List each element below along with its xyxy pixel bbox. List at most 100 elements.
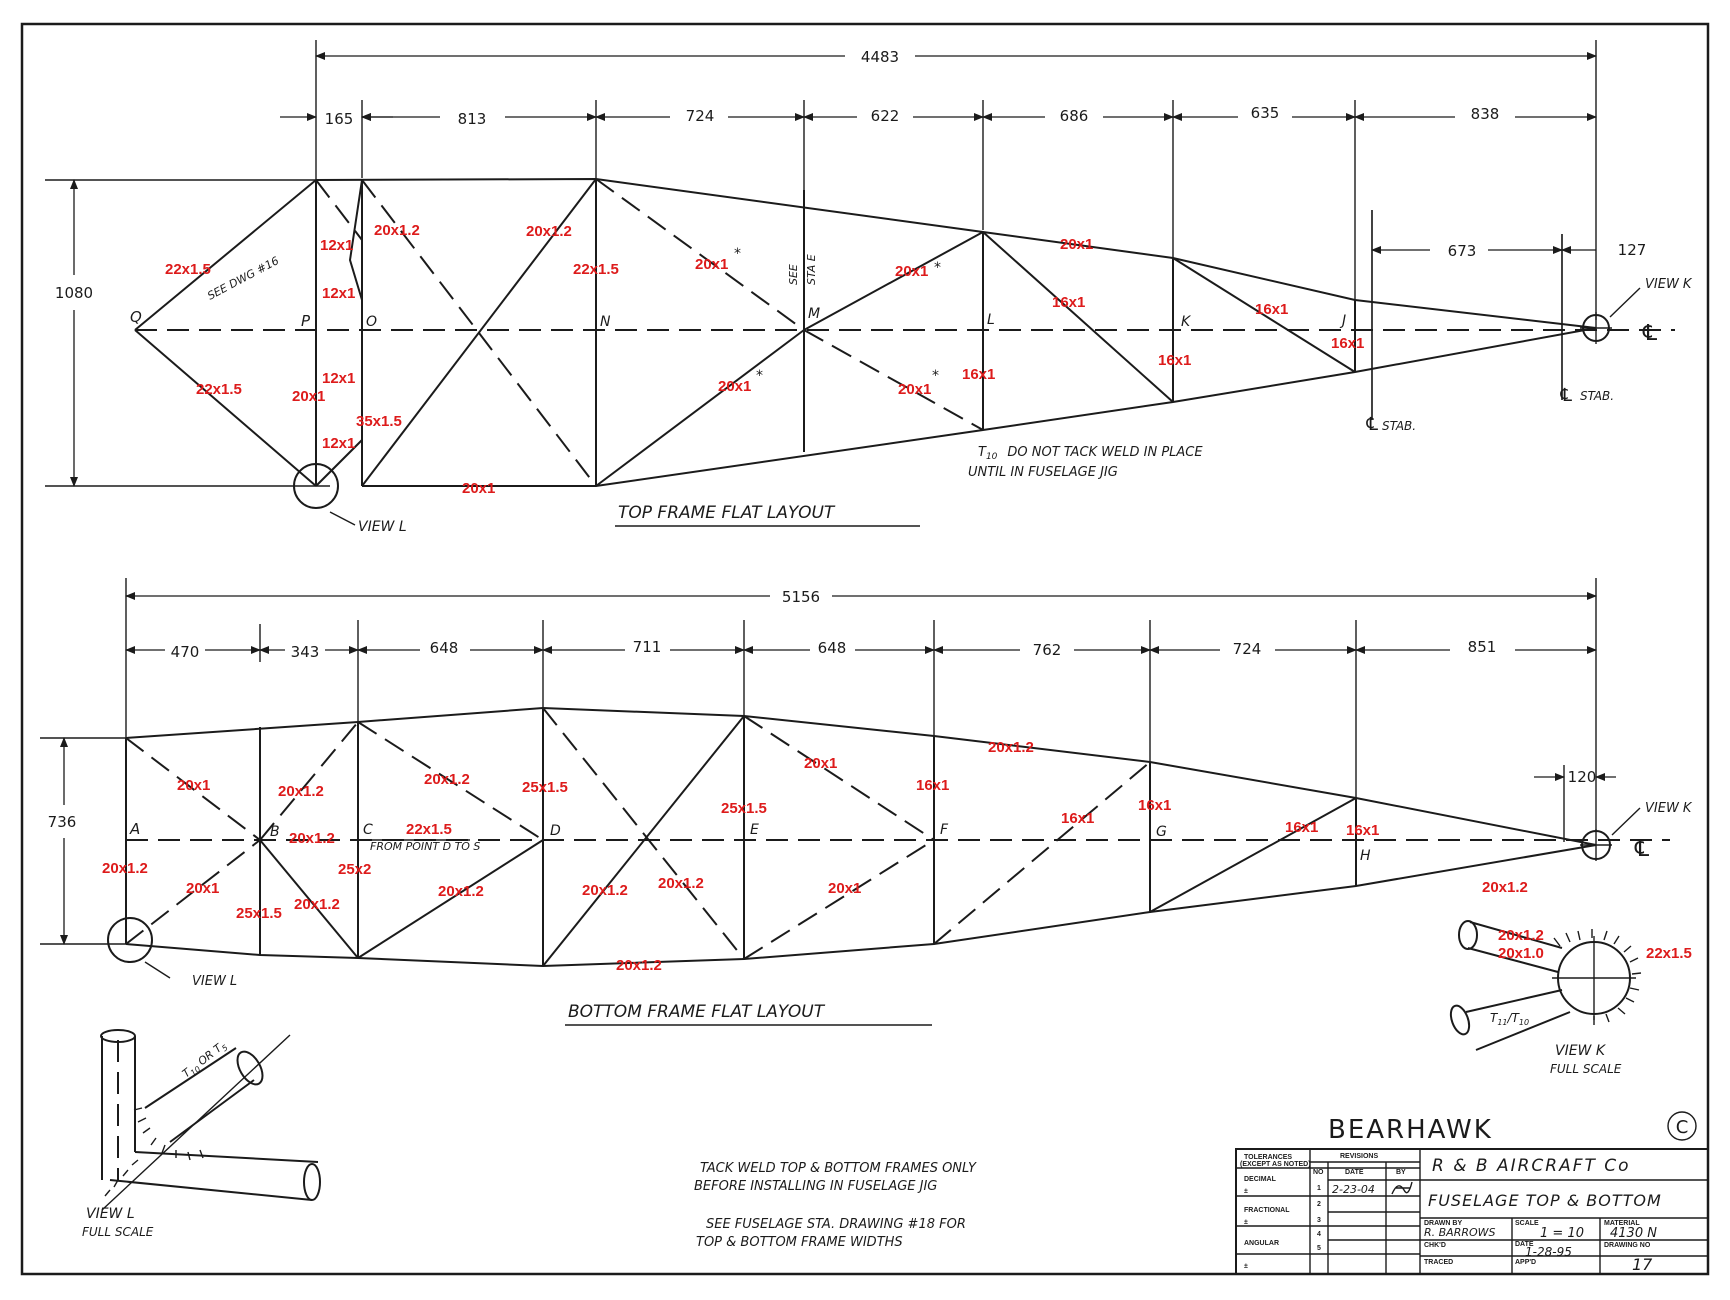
member-label: 20x1.2 [582, 882, 628, 899]
rev-no-2: 2 [1317, 1201, 1321, 1208]
member-label: 12x1 [322, 370, 355, 387]
member-label: 20x1.2 [616, 957, 662, 974]
dim-851: 851 [1468, 638, 1497, 656]
drawing-no-value: 17 [1632, 1255, 1653, 1274]
copyright-mark: C [1676, 1117, 1689, 1138]
member-label: 16x1 [1138, 797, 1171, 814]
appd-label: APP'D [1515, 1259, 1536, 1266]
member-label: 20x1 [718, 378, 751, 395]
note-line-2: BEFORE INSTALLING IN FUSELAGE JIG [694, 1179, 937, 1194]
top-node-letters: Q P O N M L K J [130, 306, 1346, 330]
member-label: 20x1.2 [438, 883, 484, 900]
rev-1-initials [1391, 1181, 1413, 1195]
member-label: 25x1.5 [522, 779, 568, 796]
fractional-label: FRACTIONAL [1244, 1207, 1290, 1214]
node-K: K [1181, 314, 1192, 330]
dim-838: 838 [1471, 105, 1500, 123]
revisions-label: REVISIONS [1340, 1153, 1378, 1160]
member-label: 22x1.5 [573, 261, 619, 278]
member-label: 25x1.5 [236, 905, 282, 922]
member-label: 22x1.5 [165, 261, 211, 278]
tail-member-label: 20x1.2 [1482, 879, 1528, 896]
member-label: 25x2 [338, 861, 371, 878]
material-label: MATERIAL [1604, 1220, 1640, 1227]
bottom-frame-title: BOTTOM FRAME FLAT LAYOUT [568, 1002, 826, 1022]
scale-value: 1 = 10 [1540, 1226, 1584, 1241]
dim-813: 813 [458, 110, 487, 128]
top-member-labels: 22x1.5 12x1 20x1.2 20x1.2 22x1.5 20x1 20… [165, 222, 1364, 497]
note-line-3: SEE FUSELAGE STA. DRAWING #18 FOR [706, 1217, 966, 1232]
material-value: 4130 N [1610, 1226, 1657, 1241]
stab-label-2: STAB. [1580, 389, 1614, 403]
general-notes: TACK WELD TOP & BOTTOM FRAMES ONLY BEFOR… [694, 1161, 977, 1250]
company-name: R & B AIRCRAFT Co [1432, 1156, 1631, 1176]
member-label: 16x1 [1052, 294, 1085, 311]
node-C: C [363, 822, 373, 838]
member-label: 20x1 [828, 880, 861, 897]
node-O: O [366, 314, 377, 330]
node-E: E [750, 822, 759, 838]
dim-648-2: 648 [818, 639, 847, 657]
see-sta-note-1: SEE [787, 264, 800, 285]
node-A: A [129, 820, 140, 838]
member-label: 16x1 [1158, 352, 1191, 369]
date-value: 1-28-95 [1525, 1245, 1572, 1259]
view-k-detail: 20x1.2 20x1.0 22x1.5 T11/T10 VIEW K FULL… [1449, 920, 1692, 1076]
svg-text:T11/T10: T11/T10 [1490, 1011, 1529, 1027]
drawn-by-label: DRAWN BY [1424, 1220, 1462, 1227]
bottom-station-dims: 470 343 648 711 648 762 724 851 [171, 638, 1497, 661]
note-rest: DO NOT TACK WELD IN PLACE [1007, 445, 1203, 460]
view-l-caption-2: FULL SCALE [82, 1225, 154, 1239]
rev-no-5: 5 [1317, 1245, 1321, 1252]
member-label: 16x1 [916, 777, 949, 794]
node-Q: Q [130, 308, 142, 326]
top-overall-dim: 4483 [861, 48, 899, 66]
rev-1-date: 2-23-04 [1332, 1183, 1375, 1196]
title-block: BEARHAWK C TOLERANCES (EXCEPT AS NOTED) … [1235, 1111, 1709, 1275]
node-G: G [1156, 824, 1167, 840]
member-label: 20x1 [462, 480, 495, 497]
member-label: 20x1.2 [294, 896, 340, 913]
view-k-tube-t: T [1490, 1011, 1499, 1025]
member-label: 22x1.5 [196, 381, 242, 398]
bottom-overall-dim: 5156 [782, 588, 820, 606]
view-k-tube-sub2: 10 [1519, 1018, 1529, 1027]
stab-centerline-2: ℄ [1558, 385, 1574, 406]
dim-736: 736 [48, 813, 77, 831]
top-star-marks: * * * * [734, 246, 941, 384]
member-label: 20x1 [895, 263, 928, 280]
member-label: 20x1.2 [374, 222, 420, 239]
dim-1080: 1080 [55, 284, 93, 302]
pm-3: ± [1244, 1263, 1248, 1270]
star-mark: * [934, 260, 941, 276]
member-label: 35x1.5 [356, 413, 402, 430]
dim-673: 673 [1448, 242, 1477, 260]
star-mark: * [734, 246, 741, 262]
member-label: 16x1 [1285, 819, 1318, 836]
dim-648: 648 [430, 639, 459, 657]
view-k-caption-1: VIEW K [1555, 1043, 1607, 1059]
angular-label: ANGULAR [1244, 1240, 1279, 1247]
rev-no-header: NO [1313, 1169, 1324, 1176]
sheet-border [20, 22, 1710, 1276]
bottom-dimensions: 5156 470 343 648 711 648 762 [40, 578, 1616, 945]
bottom-node-letters: A B C D E F G H [129, 820, 1371, 864]
dim-686: 686 [1060, 107, 1089, 125]
dim-165: 165 [325, 110, 354, 128]
drawn-by-value: R. BARROWS [1424, 1226, 1496, 1239]
node-B: B [270, 824, 280, 840]
member-label: 20x1.2 [988, 739, 1034, 756]
rev-by-header: BY [1396, 1169, 1406, 1176]
rev-no-3: 3 [1317, 1217, 1321, 1224]
member-label: 20x1.2 [658, 875, 704, 892]
bottom-member-labels: 20x1 20x1.2 20x1.2 25x1.5 20x1 20x1.2 16… [102, 739, 1379, 974]
node-J: J [1339, 313, 1346, 329]
star-mark: * [756, 368, 763, 384]
member-label: 22x1.5 [406, 821, 452, 838]
bottom-frame: 5156 470 343 648 711 648 762 [40, 578, 1693, 1026]
dim-470: 470 [171, 643, 200, 661]
member-label: 20x1 [177, 777, 210, 794]
brand-title: BEARHAWK [1328, 1115, 1493, 1145]
member-label: 16x1 [1331, 335, 1364, 352]
